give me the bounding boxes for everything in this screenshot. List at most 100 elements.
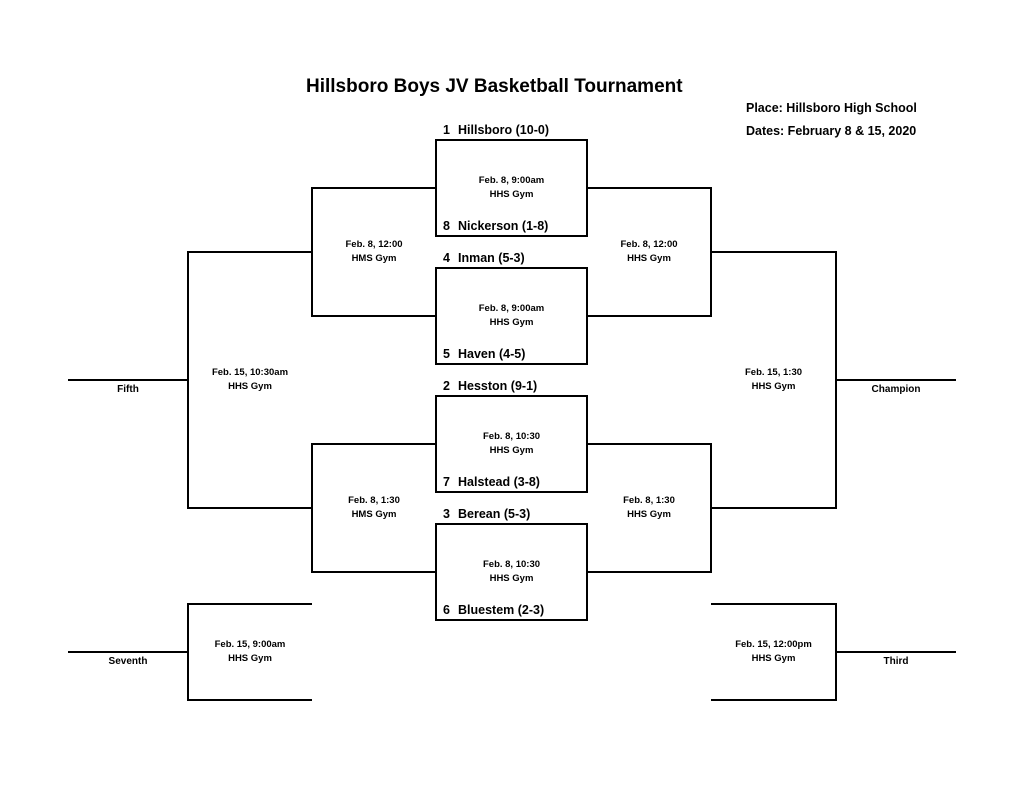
sf-top-line-a xyxy=(587,187,711,189)
tournament-place: Place: Hillsboro High School xyxy=(746,101,917,115)
team-name: Bluestem (2-3) xyxy=(458,603,545,617)
sf-bottom-line-a xyxy=(587,443,711,445)
game-time: Feb. 8, 12:00 xyxy=(345,239,403,250)
game-venue: HHS Gym xyxy=(489,445,534,456)
final-line-a xyxy=(711,251,836,253)
page-title: Hillsboro Boys JV Basketball Tournament xyxy=(306,76,683,97)
game-time: Feb. 8, 1:30 xyxy=(623,495,675,506)
game-time: Feb. 15, 12:00pm xyxy=(735,639,812,650)
seventh-bracket xyxy=(187,603,189,701)
game-venue: HHS Gym xyxy=(489,573,534,584)
fifth-bracket xyxy=(187,251,189,509)
game-venue: HHS Gym xyxy=(751,653,796,664)
team-name: Haven (4-5) xyxy=(458,347,526,361)
game-time: Feb. 8, 9:00am xyxy=(478,303,545,314)
cons-bottom-line-b xyxy=(312,571,436,573)
qf4-bracket-left xyxy=(435,523,437,621)
team-seed: 1 xyxy=(443,123,450,137)
team-seed: 7 xyxy=(443,475,450,489)
team-name: Berean (5-3) xyxy=(458,507,531,521)
team-seed: 5 xyxy=(443,347,450,361)
cons-top-line-a xyxy=(312,187,436,189)
team-label: 1 Hillsboro (10-0) xyxy=(443,123,549,137)
team-name: Hillsboro (10-0) xyxy=(458,123,549,137)
team-line-1 xyxy=(436,139,587,141)
cons-top-line-b xyxy=(312,315,436,317)
team-line-8 xyxy=(436,235,587,237)
team-line-7 xyxy=(436,491,587,493)
sf-top-line-b xyxy=(587,315,711,317)
game-venue: HHS Gym xyxy=(627,253,671,264)
game-time: Feb. 15, 10:30am xyxy=(211,367,289,378)
seventh-result-line xyxy=(68,651,188,653)
game-venue: HHS Gym xyxy=(489,189,534,200)
fifth-result-line xyxy=(68,379,188,381)
third-line-b xyxy=(711,699,836,701)
team-line-5 xyxy=(436,363,587,365)
team-name: Hesston (9-1) xyxy=(458,379,538,393)
game-venue: HMS Gym xyxy=(351,509,397,520)
cons-bottom-bracket xyxy=(311,443,313,573)
game-venue: HHS Gym xyxy=(228,381,272,392)
result-label-fifth: Fifth xyxy=(117,384,139,395)
result-label-third: Third xyxy=(883,656,909,667)
game-venue: HHS Gym xyxy=(627,509,671,520)
team-seed: 6 xyxy=(443,603,450,617)
champion-result-line xyxy=(836,379,956,381)
team-name: Nickerson (1-8) xyxy=(458,219,549,233)
game-time: Feb. 8, 10:30 xyxy=(482,559,541,570)
third-result-line xyxy=(836,651,956,653)
team-line-2 xyxy=(436,395,587,397)
team-seed: 3 xyxy=(443,507,450,521)
final-line-b xyxy=(711,507,836,509)
game-time: Feb. 15, 1:30 xyxy=(744,367,803,378)
seventh-line-a xyxy=(188,603,312,605)
team-label: 2 Hesston (9-1) xyxy=(443,379,537,393)
team-seed: 8 xyxy=(443,219,450,233)
sf-bottom-line-b xyxy=(587,571,711,573)
team-seed: 4 xyxy=(443,251,450,265)
team-seed: 2 xyxy=(443,379,450,393)
team-label: 4 Inman (5-3) xyxy=(443,251,525,265)
team-label: 7 Halstead (3-8) xyxy=(443,475,540,489)
game-time: Feb. 8, 9:00am xyxy=(478,175,545,186)
qf2-bracket-left xyxy=(435,267,437,365)
game-time: Feb. 8, 1:30 xyxy=(348,495,400,506)
game-time: Feb. 15, 9:00am xyxy=(214,639,286,650)
qf3-bracket-left xyxy=(435,395,437,493)
team-line-3 xyxy=(436,523,587,525)
team-line-4 xyxy=(436,267,587,269)
third-line-a xyxy=(711,603,836,605)
team-name: Halstead (3-8) xyxy=(458,475,540,489)
team-line-6 xyxy=(436,619,587,621)
tournament-dates: Dates: February 8 & 15, 2020 xyxy=(746,124,917,138)
team-label: 6 Bluestem (2-3) xyxy=(443,603,544,617)
team-name: Inman (5-3) xyxy=(458,251,525,265)
game-venue: HHS Gym xyxy=(228,653,272,664)
game-venue: HMS Gym xyxy=(351,253,397,264)
cons-top-bracket xyxy=(311,187,313,317)
fifth-line-a xyxy=(188,251,312,253)
team-label: 5 Haven (4-5) xyxy=(443,347,525,361)
game-time: Feb. 8, 12:00 xyxy=(620,239,678,250)
result-label-champion: Champion xyxy=(871,384,921,395)
qf1-bracket-left xyxy=(435,139,437,237)
result-label-seventh: Seventh xyxy=(108,656,148,667)
cons-bottom-line-a xyxy=(312,443,436,445)
team-label: 3 Berean (5-3) xyxy=(443,507,530,521)
seventh-line-b xyxy=(188,699,312,701)
game-venue: HHS Gym xyxy=(489,317,534,328)
game-time: Feb. 8, 10:30 xyxy=(482,431,541,442)
